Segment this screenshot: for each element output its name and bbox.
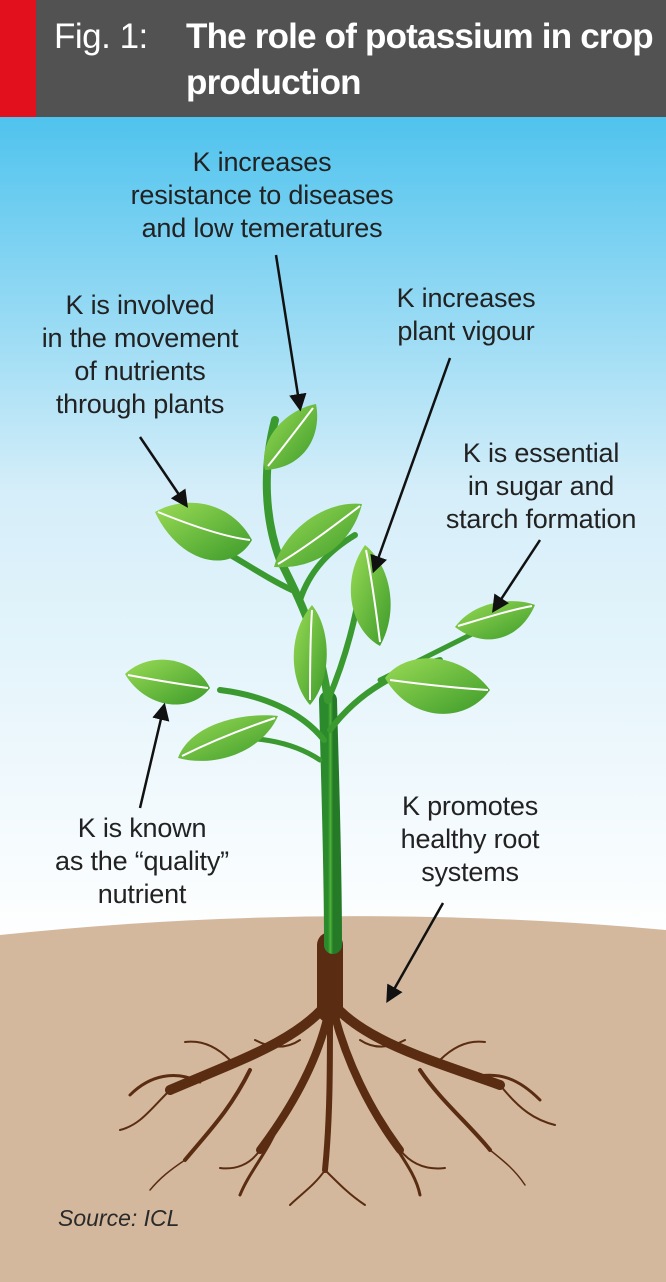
label-vigour: K increases plant vigour [396,283,536,346]
arrow-vigour [370,357,452,574]
leaf-left [125,659,210,705]
leaf-lower-right [385,658,490,714]
pointer-arrows [138,254,542,1004]
leaf-right [455,601,535,640]
leaf-upper-right [274,503,362,568]
label-sugar: K is essential in sugar and starch forma… [445,438,637,534]
accent-bar [0,0,36,117]
root-system [119,932,556,1206]
leaf-middle [293,605,327,705]
figure-title: The role of potassium in crop production [186,17,654,102]
leaf-lower-left [178,715,278,761]
leaf-top [263,404,318,470]
label-roots: K promotes healthy root systems [400,791,540,887]
arrow-roots [386,902,445,1004]
arrow-movement [138,436,188,508]
label-resistance: K increases resistance to diseases and l… [130,147,394,243]
soil-ground [0,916,666,1282]
arrow-sugar [492,539,542,613]
leaf-upper-left [155,502,252,561]
source-credit: Source: ICL [58,1205,180,1231]
plant-illustration [0,117,666,1282]
figure-header: Fig. 1: The role of potassium in crop pr… [0,0,666,117]
label-quality: K is known as the “quality” nutrient [55,813,229,909]
label-movement: K is involved in the movement of nutrien… [41,290,239,419]
arrow-quality [138,702,170,809]
arrow-resistance [274,254,307,412]
figure-number: Fig. 1: [54,17,148,56]
